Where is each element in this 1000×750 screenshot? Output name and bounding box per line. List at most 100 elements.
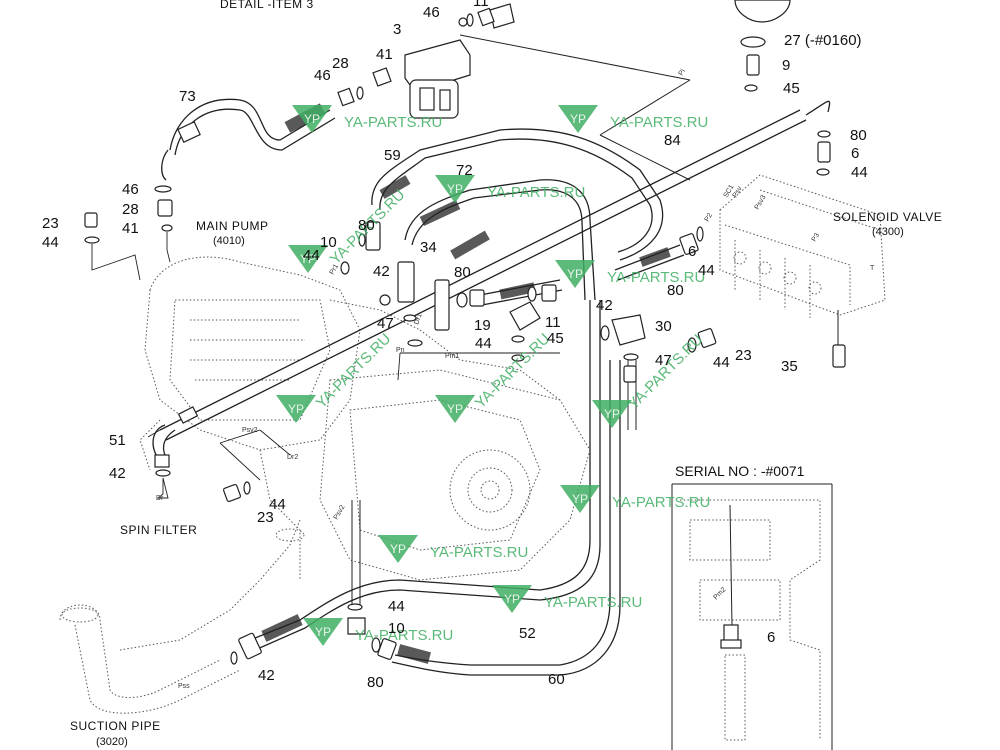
svg-text:YP: YP [570, 112, 586, 126]
hose-59-72 [371, 128, 664, 301]
filter-assembly [404, 0, 791, 181]
svg-text:YP: YP [604, 407, 620, 421]
svg-text:YP: YP [300, 252, 316, 266]
callout: 27 (-#0160) [784, 32, 862, 49]
callout: 6 [851, 145, 859, 162]
callout: 84 [664, 132, 681, 149]
port-tag: Dr1 [413, 313, 423, 326]
port-tag: Dr [156, 495, 164, 502]
callout: 30 [655, 318, 672, 335]
detail-title: DETAIL -ITEM 3 [220, 0, 314, 11]
svg-text:YP: YP [447, 402, 463, 416]
svg-text:YA-PARTS.RU: YA-PARTS.RU [607, 269, 705, 286]
port-tag: Pm1 [445, 353, 460, 360]
solenoid-valve-code: (4300) [872, 226, 904, 238]
suction-pipe-code: (3020) [96, 736, 128, 748]
callout: 23 [42, 215, 59, 232]
callout: 59 [384, 147, 401, 164]
callout: 35 [781, 358, 798, 375]
callout: 80 [850, 127, 867, 144]
callout: 41 [122, 220, 139, 237]
port-tag: Pm2 [712, 586, 727, 601]
callout: 28 [122, 201, 139, 218]
callout: 47 [377, 315, 394, 332]
svg-text:YP: YP [572, 492, 588, 506]
port-tag: T [870, 265, 875, 272]
callout: 34 [420, 239, 437, 256]
vertical-drain-line [351, 360, 637, 610]
callout: 44 [851, 164, 868, 181]
suction-pipe-outline [59, 519, 305, 714]
port-tag: Pi [678, 68, 687, 77]
watermark-logo: YP YA-PARTS.RU [555, 260, 705, 288]
watermark-logo: YP YA-PARTS.RU [378, 535, 528, 563]
callout: 9 [782, 57, 790, 74]
callout: 41 [376, 46, 393, 63]
callout: 3 [393, 21, 401, 38]
callout-numbers: 3 46 11 41 28 46 27 (-#0160) 9 45 73 80 … [42, 0, 868, 691]
callout: 46 [423, 4, 440, 21]
callout: 80 [367, 674, 384, 691]
callout: 28 [332, 55, 349, 72]
callout: 44 [303, 247, 320, 264]
callout: 44 [713, 354, 730, 371]
watermark-logo: YP YA-PARTS.RU [558, 105, 708, 133]
callout: 80 [454, 264, 471, 281]
watermarks: YP YA-PARTS.RU YP YA-PARTS.RU YP YA-PART… [276, 105, 710, 646]
hose-52 [249, 300, 601, 651]
callout: 46 [314, 67, 331, 84]
callout: 72 [456, 162, 473, 179]
callout: 44 [269, 496, 286, 513]
port-tag: Psv3 [754, 194, 768, 211]
hose-60 [391, 360, 621, 676]
callout: 51 [109, 432, 126, 449]
port-tag: Psv2 [242, 427, 258, 434]
callout: 44 [42, 234, 59, 251]
callout: 23 [735, 347, 752, 364]
callout: 44 [698, 262, 715, 279]
callout: 42 [109, 465, 126, 482]
callout: 45 [783, 80, 800, 97]
port-tag: P3 [811, 232, 821, 243]
callout: 42 [258, 667, 275, 684]
svg-text:YA-PARTS.RU: YA-PARTS.RU [610, 114, 708, 131]
callout: 47 [655, 352, 672, 369]
svg-text:YA-PARTS.RU: YA-PARTS.RU [313, 330, 395, 412]
watermark-logo: YP YA-PARTS.RU [560, 485, 710, 513]
callout: 10 [320, 234, 337, 251]
suction-pipe-label: SUCTION PIPE [70, 719, 161, 733]
main-pump-label: MAIN PUMP [196, 219, 269, 233]
spin-filter-label: SPIN FILTER [120, 523, 197, 537]
svg-text:YA-PARTS.RU: YA-PARTS.RU [625, 331, 707, 413]
callout: 42 [596, 297, 613, 314]
callout: 23 [257, 509, 274, 526]
port-tag: Psv2 [333, 504, 347, 521]
solenoid-valve-label: SOLENOID VALVE [833, 210, 942, 224]
hose-84 [159, 100, 831, 441]
port-tag: Pss [178, 683, 190, 690]
section-labels: DETAIL -ITEM 3 MAIN PUMP (4010) SOLENOID… [70, 0, 942, 748]
watermark-logo: YP YA-PARTS.RU [292, 105, 442, 133]
callout: 6 [688, 243, 696, 260]
watermark-logo: YP YA-PARTS.RU [435, 175, 585, 203]
port-tag: Pn [396, 347, 405, 354]
svg-text:YA-PARTS.RU: YA-PARTS.RU [612, 494, 710, 511]
port-tag: Dr2 [287, 454, 298, 461]
callout: 42 [373, 263, 390, 280]
leader-lines [147, 352, 560, 481]
watermark-logo: YP YA-PARTS.RU [592, 331, 706, 428]
callout: 52 [519, 625, 536, 642]
hose-51 [152, 424, 176, 468]
svg-text:YP: YP [288, 402, 304, 416]
callout: 11 [473, 0, 489, 10]
callout: 73 [179, 88, 196, 105]
fittings [84, 7, 846, 665]
serial-detail-frame [671, 483, 833, 750]
callout: 10 [388, 620, 405, 637]
svg-text:YA-PARTS.RU: YA-PARTS.RU [430, 544, 528, 561]
watermark-logo: YP YA-PARTS.RU [435, 330, 553, 423]
callout: 80 [358, 217, 375, 234]
callout: 46 [122, 181, 139, 198]
serial-detail-outline [680, 499, 821, 741]
